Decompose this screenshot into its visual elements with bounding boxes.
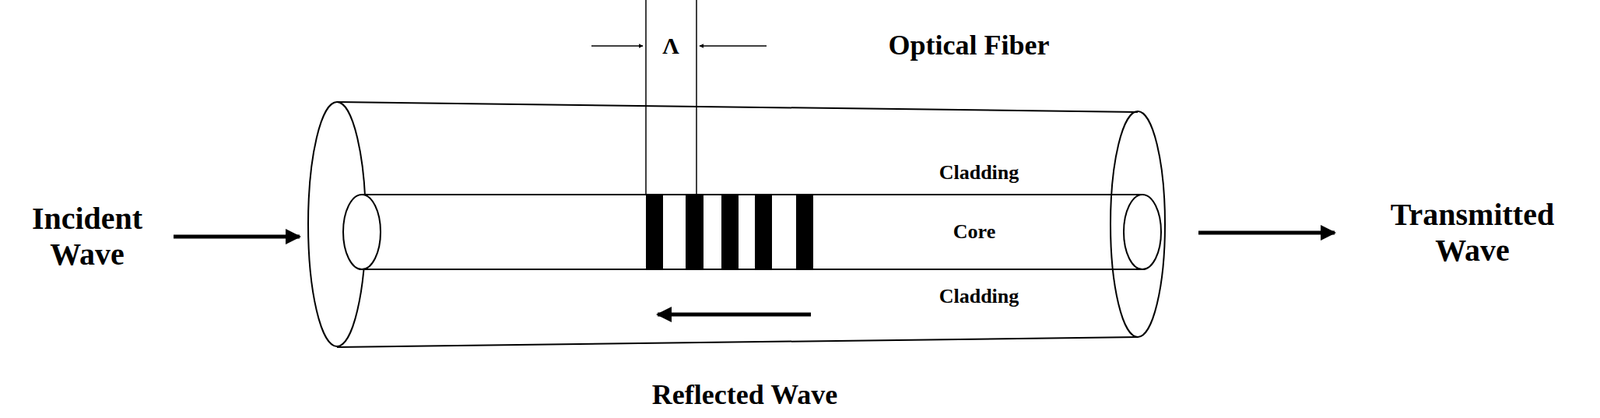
wave-label: Incident Wave (9, 200, 165, 273)
core-outline (361, 268, 1143, 271)
cladding-outline (336, 101, 1138, 113)
cladding-outline (336, 336, 1138, 348)
core-outline (361, 193, 1143, 196)
core-label: Core (953, 220, 996, 244)
cladding-label: Cladding (939, 284, 1020, 309)
cladding-label: Cladding (939, 161, 1020, 185)
core-end-face (1123, 194, 1162, 270)
fiber-title: Optical Fiber (888, 29, 1050, 62)
reflected-arrow (657, 312, 811, 317)
wave-label: Reflected Wave (652, 378, 838, 411)
bragg-grating (645, 194, 814, 270)
period-symbol: Λ (662, 32, 680, 60)
incident-arrow (173, 235, 300, 239)
core-end-face (343, 194, 381, 270)
transmitted-arrow (1198, 231, 1335, 236)
fiber-end-face (1110, 111, 1165, 337)
wave-label: Transmitted Wave (1375, 196, 1570, 269)
period-marker (591, 0, 767, 195)
